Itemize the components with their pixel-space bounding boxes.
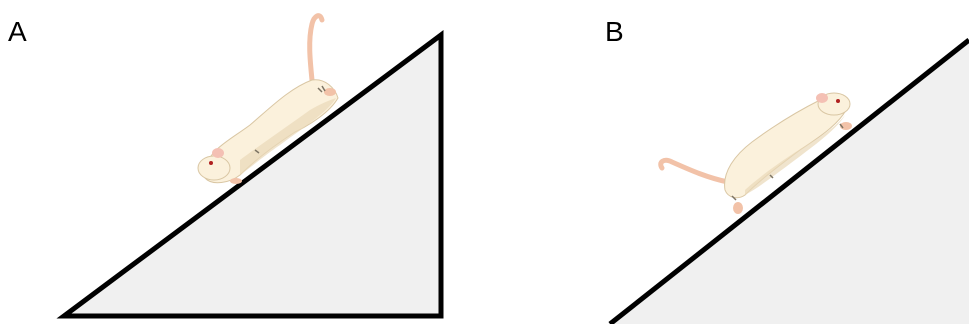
panel-label-a: A — [8, 16, 27, 47]
rat-b-fur-detail — [731, 123, 844, 201]
rat-a-shading — [240, 98, 336, 175]
rat-a-front-foot — [230, 178, 242, 184]
rat-a-head — [197, 155, 231, 181]
rat-a-illustration — [197, 13, 339, 184]
rat-a-tail — [307, 13, 325, 83]
rat-a-hind-foot — [324, 88, 336, 96]
rat-b-tail — [658, 157, 731, 185]
rat-b-ear — [816, 93, 828, 103]
incline-b-slope — [608, 38, 969, 324]
rat-a-eye — [209, 161, 213, 165]
incline-a — [56, 30, 444, 319]
rat-b-hind-foot — [733, 202, 743, 214]
rat-a-body — [204, 79, 339, 184]
rat-a-fur-detail — [254, 85, 326, 154]
rat-b-illustration — [658, 92, 852, 214]
rat-b-eye — [836, 99, 840, 103]
rat-a-ear — [212, 148, 224, 158]
panel-label-b: B — [605, 16, 624, 47]
panel-a — [56, 13, 444, 319]
panel-b — [608, 38, 969, 324]
